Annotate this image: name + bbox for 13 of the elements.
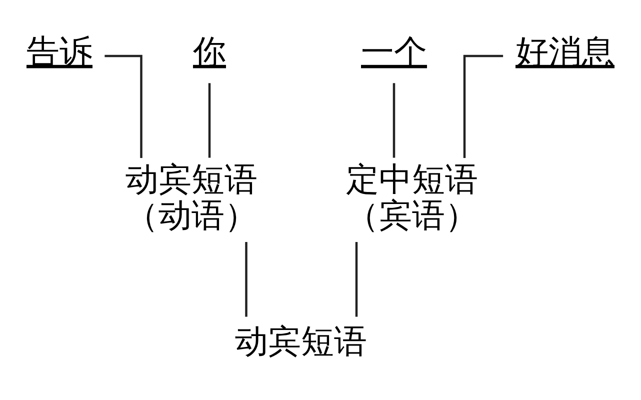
node-text: 一个	[361, 32, 427, 71]
node-text: 告诉	[26, 32, 92, 71]
node-text: 定中短语 （宾语）	[346, 159, 478, 234]
connector	[208, 83, 211, 158]
connector	[463, 54, 504, 158]
connector	[104, 54, 142, 158]
node-text: 动宾短语	[235, 321, 367, 360]
node-text: 好消息	[516, 32, 614, 71]
connector	[245, 242, 248, 317]
connector	[392, 83, 396, 158]
node-text: 动宾短语 （动语）	[126, 159, 258, 234]
connector	[355, 242, 358, 317]
node-text: 你	[193, 32, 226, 71]
